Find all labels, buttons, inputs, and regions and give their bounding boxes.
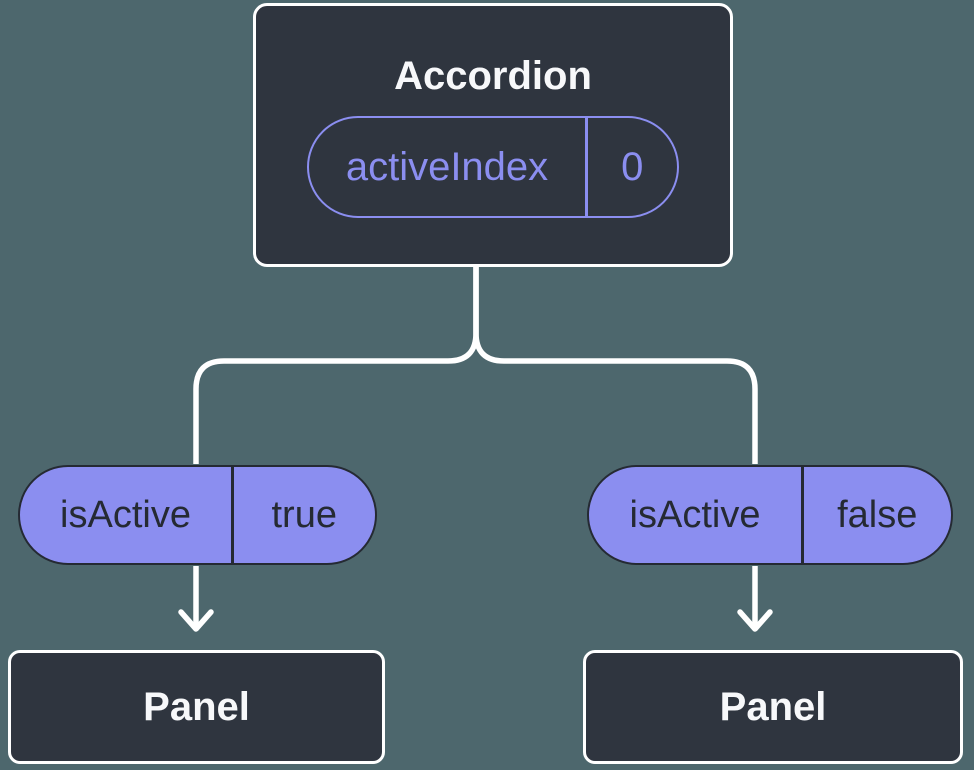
state-name: activeIndex [345,144,549,189]
prop-name-left: isActive [60,493,191,536]
prop-pill-right-divider [801,467,804,563]
arrow-left-head-icon [178,609,214,632]
panel-box-right: Panel [583,650,963,764]
prop-pill-right: isActive false [587,465,953,565]
branch-right-line [473,266,758,464]
panel-box-left: Panel [8,650,385,764]
prop-name-right: isActive [629,493,761,536]
panel-title-right: Panel [719,684,827,729]
prop-value-right: false [837,493,918,536]
accordion-component-box: Accordion activeIndex 0 [253,3,733,267]
arrow-right-head-icon [737,609,773,632]
state-pill-divider [585,118,588,216]
prop-pill-left: isActive true [18,465,377,565]
prop-pill-left-divider [231,467,234,563]
prop-value-left: true [271,493,337,536]
state-pill: activeIndex 0 [307,116,679,218]
state-value: 0 [621,144,644,189]
branch-left-line [193,266,479,464]
component-title: Accordion [394,54,592,98]
panel-title-left: Panel [143,684,250,729]
